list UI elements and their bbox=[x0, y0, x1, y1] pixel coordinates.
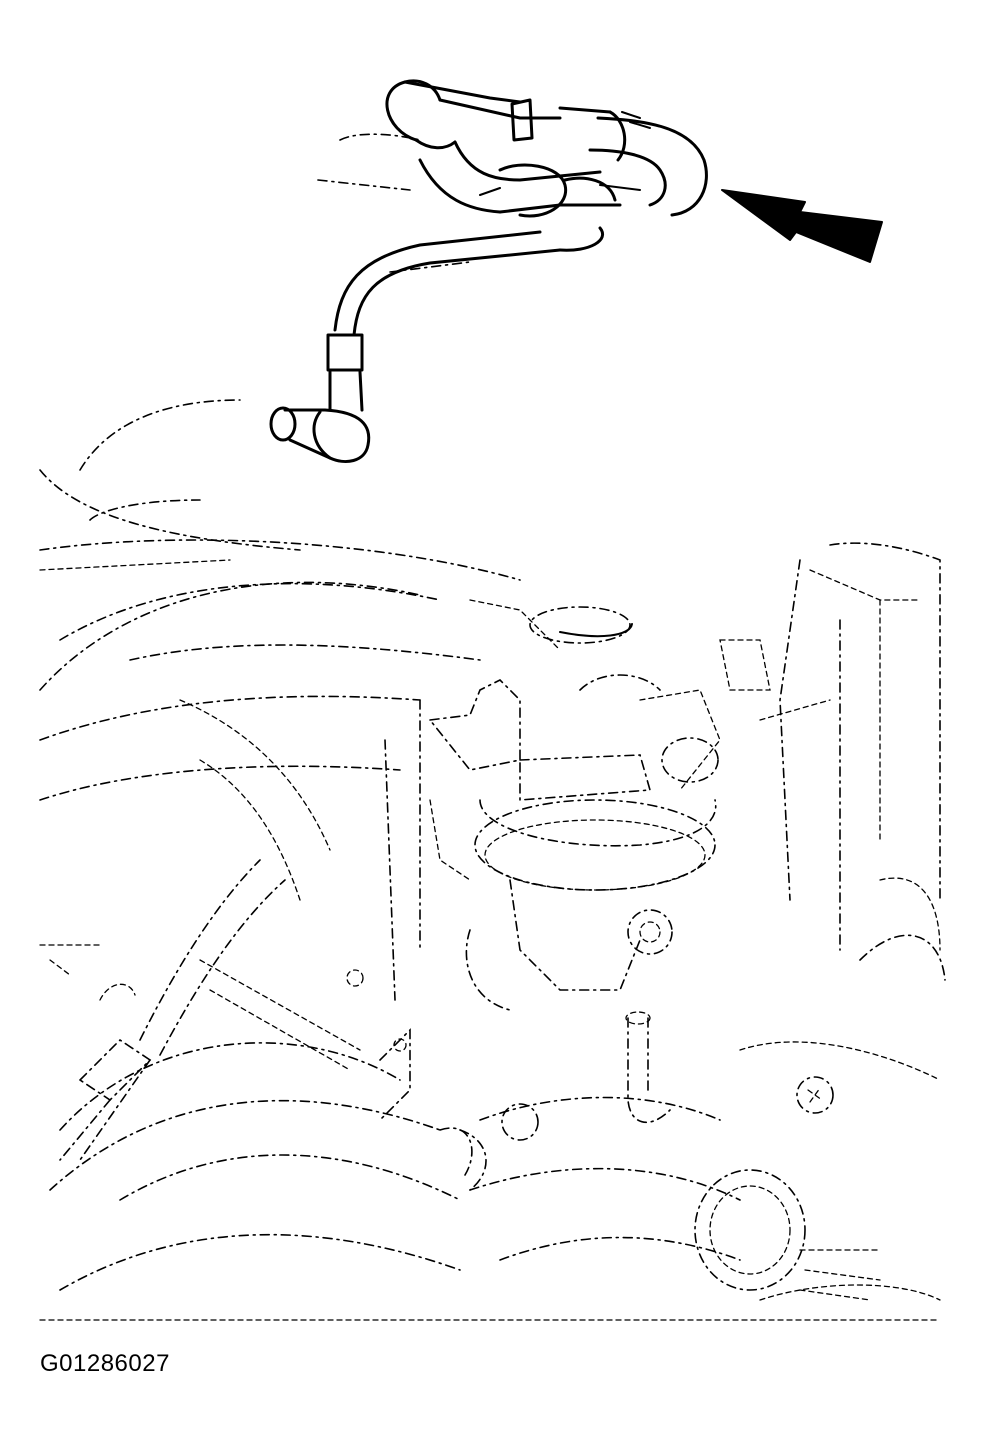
highlighted-hose-assembly bbox=[269, 79, 708, 463]
pointer-arrow-icon bbox=[721, 189, 883, 263]
lower-fasteners bbox=[39, 859, 834, 1191]
central-valve-component bbox=[428, 639, 771, 1011]
engine-background-phantom bbox=[39, 133, 946, 1321]
figure-id-label: G01286027 bbox=[40, 1350, 170, 1377]
